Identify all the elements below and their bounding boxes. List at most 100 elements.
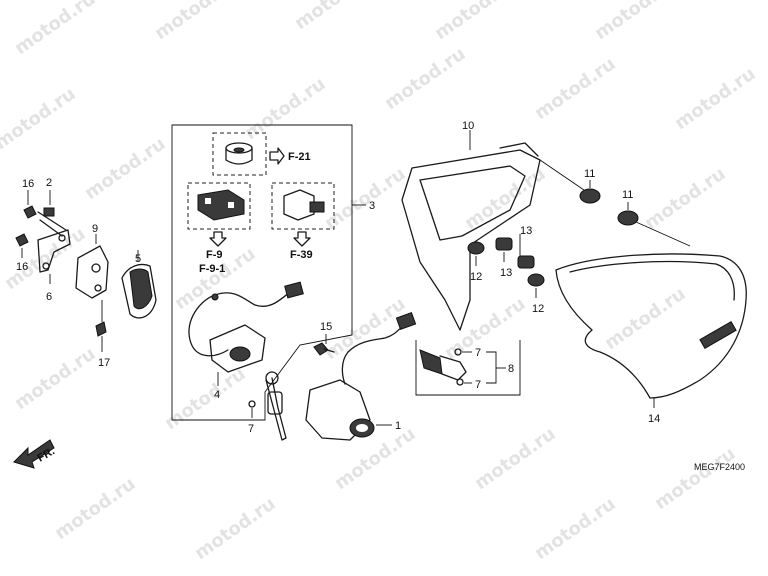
ref-label-f39: F-39 [290, 249, 313, 261]
callout-12: 12 [532, 303, 544, 315]
cover-frame-10 [401, 149, 541, 331]
grommet-12 [527, 273, 545, 287]
diagram-code: MEG7F2400 [694, 462, 745, 472]
watermark: motod.ru [51, 473, 140, 544]
mount-line [539, 159, 585, 191]
bolt-15: 15 [313, 321, 335, 356]
side-cover: 14 [555, 253, 747, 425]
callout-2: 2 [46, 177, 52, 189]
mount-line [635, 221, 691, 247]
grommet-13 [495, 237, 513, 251]
watermark: motod.ru [331, 423, 420, 494]
arrow-front-icon [13, 439, 55, 469]
key-blade-black [419, 349, 443, 375]
lock-connector [395, 311, 417, 331]
side-cover-emblem [699, 320, 737, 350]
watermark: motod.ru [441, 293, 530, 364]
key-tag [454, 348, 462, 356]
callout-13: 13 [500, 267, 512, 279]
grommet-5-inner [129, 268, 153, 310]
callout-13: 13 [520, 225, 532, 237]
watermark: motod.ru [381, 43, 470, 114]
side-cover-14 [555, 253, 747, 399]
ref-box-f21 [212, 132, 267, 176]
bolt-16 [15, 233, 29, 247]
callout-9: 9 [92, 223, 98, 235]
cover-frame-tab [499, 142, 539, 157]
left-bracket-group: 16 2 16 6 9 17 5 [15, 177, 157, 369]
watermark: motod.ru [671, 63, 760, 134]
side-cover-edge [569, 260, 735, 301]
ignition-switch: 4 7 [188, 281, 304, 441]
clip-2 [43, 207, 55, 217]
watermark: motod.ru [431, 0, 520, 44]
lock-cable [347, 324, 405, 353]
grommet-11 [579, 188, 601, 204]
ref-box-f9 [187, 182, 251, 230]
watermark: motod.ru [161, 363, 250, 434]
side-cover-frame: 10 [401, 120, 541, 331]
ref-label-f9: F-9 [206, 249, 223, 261]
arrow-down-icon [293, 231, 311, 247]
callout-4: 4 [214, 389, 220, 401]
watermark: motod.ru [291, 0, 380, 34]
key-bracket [415, 340, 521, 396]
bracket-6 [37, 229, 71, 273]
ref-f39-group: F-39 [271, 182, 335, 261]
bolt-shank [323, 348, 335, 353]
callout-11: 11 [584, 168, 595, 180]
front-direction: FR. [13, 439, 57, 469]
grommet-12 [467, 241, 485, 255]
grommet-5 [121, 263, 157, 319]
key-blade [265, 377, 287, 441]
key-ring [265, 371, 279, 385]
wire-harness [214, 291, 291, 307]
watermark: motod.ru [321, 293, 410, 364]
watermark: motod.ru [531, 53, 620, 124]
callout-12: 12 [470, 271, 482, 283]
connector [284, 281, 304, 299]
callout-10: 10 [462, 120, 474, 132]
callout-15: 15 [320, 321, 332, 333]
callout-3: 3 [369, 200, 375, 212]
assembly-bracket-3 [171, 124, 353, 421]
watermark: motod.ru [651, 443, 740, 514]
watermark: motod.ru [531, 493, 620, 564]
ref-label-f21: F-21 [288, 151, 311, 163]
seat-lock: 1 [305, 311, 417, 441]
callout-8: 8 [508, 363, 514, 375]
block-part [197, 189, 245, 221]
key-head [439, 355, 467, 381]
block-hole [228, 202, 234, 208]
watermark-layer: motod.ru motod.ru motod.ru motod.ru moto… [0, 0, 759, 564]
callout-7: 7 [475, 379, 481, 391]
o-ring-part [248, 400, 256, 408]
wire-clip [211, 293, 219, 301]
watermark: motod.ru [191, 493, 280, 564]
wire-harness [188, 294, 229, 357]
callout-17: 17 [98, 357, 110, 369]
bolt-16 [23, 205, 37, 219]
callout-1: 1 [395, 420, 401, 432]
plate-hole [91, 263, 101, 273]
watermark: motod.ru [0, 83, 79, 154]
ref-f9-group: F-9 F-9-1 [187, 182, 251, 275]
watermark: motod.ru [81, 133, 170, 204]
watermark: motod.ru [461, 163, 550, 234]
ref-label-f9-1: F-9-1 [199, 263, 225, 275]
key-set: 7 7 8 [415, 340, 521, 396]
grommet-13 [517, 255, 535, 269]
callout-14: 14 [648, 413, 660, 425]
grommet-group: 11 11 12 13 13 12 [467, 159, 691, 315]
bracket-8 [486, 351, 497, 384]
switch-body [209, 324, 266, 373]
bracket-hole [42, 262, 50, 270]
plate-9 [75, 245, 109, 299]
watermark: motod.ru [641, 163, 730, 234]
cap-slot [233, 147, 245, 153]
arrow-right-icon [269, 147, 285, 165]
clip-tab [309, 201, 325, 213]
watermark: motod.ru [11, 343, 100, 414]
bolt-17 [95, 321, 107, 337]
